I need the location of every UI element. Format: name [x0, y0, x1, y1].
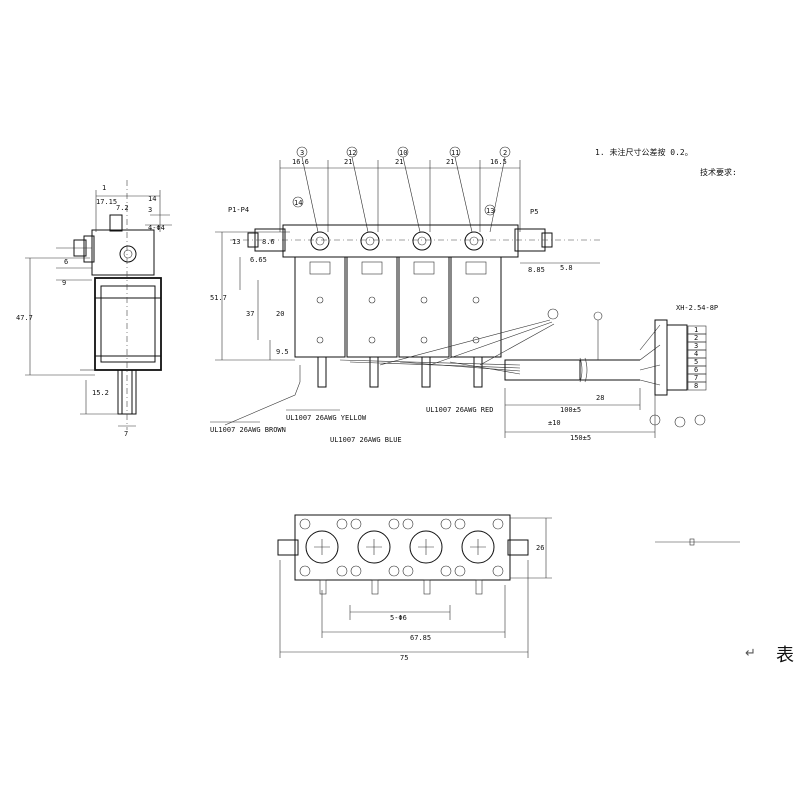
dim-side-5: 14 [148, 195, 156, 203]
left-dim-d: 9.5 [276, 348, 289, 356]
callout-2: 12 [348, 149, 356, 157]
left-dim-a: 51.7 [210, 294, 227, 302]
left-dim-f: 13 [232, 238, 240, 246]
right-dim-a: 8.85 [528, 266, 545, 274]
pin-4: 4 [694, 350, 698, 358]
side-view: 1 17.15 7.2 3 14 4-Φ4 6 47.7 9 15.2 7 [16, 180, 172, 438]
label-port: P5 [530, 208, 538, 216]
bottom-dim-height: 26 [536, 544, 544, 552]
pin-5: 5 [694, 358, 698, 366]
left-dim-b: 37 [246, 310, 254, 318]
dim-side-8: 47.7 [16, 314, 33, 322]
bottom-dim-pitch: 5-Φ6 [390, 614, 407, 622]
bottom-screws [299, 518, 504, 577]
bottom-dim-span: 67.85 [410, 634, 431, 642]
dim-side-11: 7 [124, 430, 128, 438]
cable-len-c: ±10 [548, 419, 561, 427]
wire-label-2: UL1007 26AWG YELLOW [286, 414, 367, 422]
callouts: 3 12 10 11 2 13 14 [292, 146, 511, 233]
bottom-disks [305, 530, 495, 564]
callout-1: 3 [300, 149, 304, 157]
dim-side-1: 1 [102, 184, 106, 192]
dim-side-9: 9 [62, 279, 66, 287]
callout-4: 11 [451, 149, 459, 157]
bottom-dim-total: 75 [400, 654, 408, 662]
dim-side-10: 15.2 [92, 389, 109, 397]
wire-label-4: UL1007 26AWG RED [426, 406, 493, 414]
pin-6: 6 [694, 366, 698, 374]
top-dim-1: 16.5 [490, 158, 507, 166]
callout-5: 2 [503, 149, 507, 157]
connector-pins: 1 2 3 4 5 6 7 8 [687, 325, 707, 391]
pin-3: 3 [694, 342, 698, 350]
wire-label-3: UL1007 26AWG BLUE [330, 436, 402, 444]
dim-side-4: 3 [148, 206, 152, 214]
footer-glyph: 表 [776, 645, 794, 666]
label-pin: P1-P4 [228, 206, 249, 214]
note-line-2: 1. 未注尺寸公差按 0.2。 [595, 147, 693, 157]
pin-1: 1 [694, 326, 698, 334]
connector-title: XH-2.54-8P [676, 304, 718, 312]
callout-6: 13 [486, 207, 494, 215]
left-dim-g: 8.6 [262, 238, 275, 246]
dim-side-2: 17.15 [96, 198, 117, 206]
note-line-1: 技术要求: [700, 167, 737, 177]
right-dim-b: 5.8 [560, 264, 573, 272]
left-dim-c: 20 [276, 310, 284, 318]
top-dim-5: 16.6 [292, 158, 309, 166]
dim-side-3: 7.2 [116, 204, 129, 212]
top-dim-3: 21 [395, 158, 403, 166]
marker-tick [689, 538, 695, 546]
front-view: 技术要求: 1. 未注尺寸公差按 0.2。 16.5 21 21 21 16.6… [210, 146, 737, 444]
top-dim-4: 21 [344, 158, 352, 166]
bottom-view: 26 5-Φ6 67.85 75 [277, 514, 552, 662]
callout-7: 14 [294, 199, 302, 207]
pin-8: 8 [694, 382, 698, 390]
cable-len-b: 150±5 [570, 434, 591, 442]
pin-7: 7 [694, 374, 698, 382]
top-dim-2: 21 [446, 158, 454, 166]
wire-label-1: UL1007 26AWG BROWN [210, 426, 286, 434]
return-mark: ↵ [745, 646, 756, 661]
cable-len-a: 100±5 [560, 406, 581, 414]
left-dim-e: 6.65 [250, 256, 267, 264]
cable-seg: 28 [596, 394, 604, 402]
callout-3: 10 [399, 149, 407, 157]
pin-2: 2 [694, 334, 698, 342]
dim-side-6: 4-Φ4 [148, 224, 165, 232]
dim-side-7: 6 [64, 258, 68, 266]
